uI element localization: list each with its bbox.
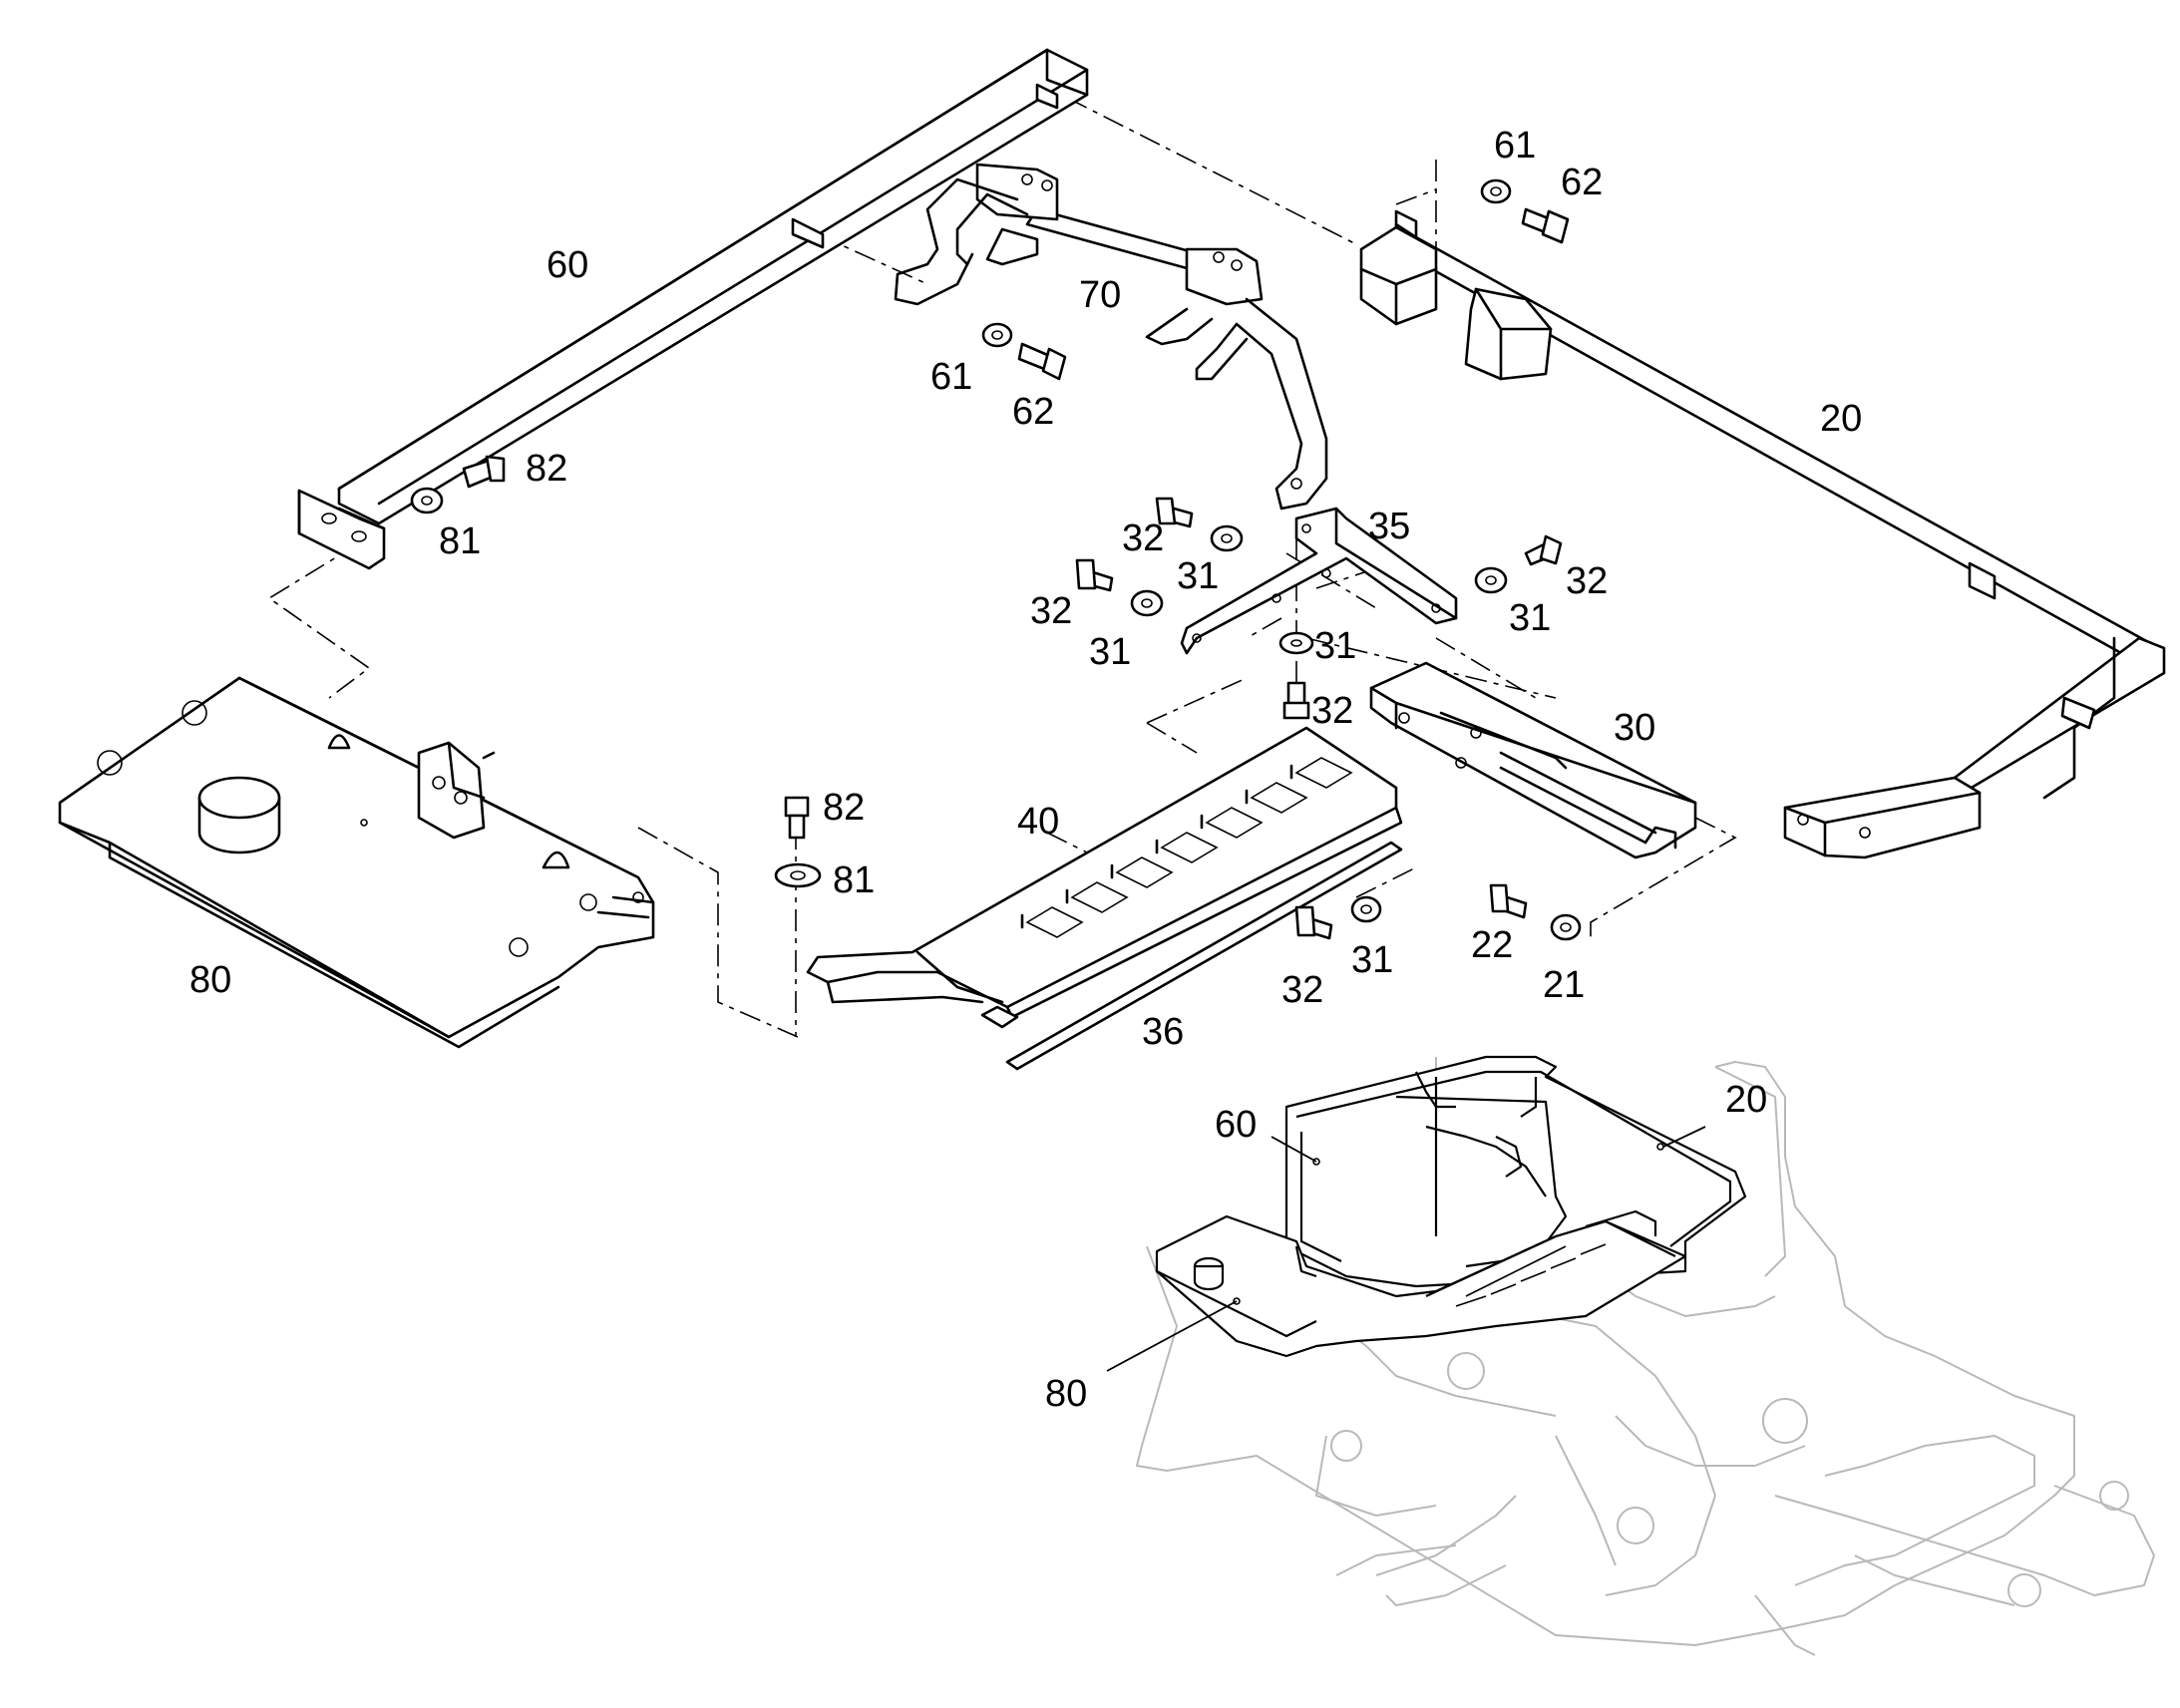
callout-31: 31 (1314, 625, 1356, 667)
inset-callout-80: 80 (1045, 1373, 1087, 1415)
callout-31: 31 (1509, 597, 1551, 639)
callout-31: 31 (1089, 631, 1131, 673)
fastener-31-32-group (1075, 497, 1582, 941)
callout-21: 21 (1543, 964, 1585, 1006)
fastener-61-62-right (1480, 178, 1570, 244)
callout-35: 35 (1368, 506, 1410, 547)
part-20-right-frame (1359, 209, 2166, 859)
part-80-floor-cover (58, 676, 655, 1049)
callout-32: 32 (1311, 690, 1353, 732)
callout-31: 31 (1351, 939, 1393, 981)
part-60-left-rail (297, 48, 1089, 570)
assembly-lines (267, 97, 1737, 1038)
callout-32: 32 (1030, 590, 1072, 632)
callout-81: 81 (439, 520, 481, 562)
part-40-grill-panel (806, 726, 1403, 1029)
callout-30: 30 (1614, 707, 1655, 749)
callout-80: 80 (189, 959, 231, 1001)
fastener-61-62-center (981, 322, 1067, 381)
inset-callout-60: 60 (1215, 1104, 1257, 1146)
part-callouts: 60 70 61 62 61 62 20 82 81 35 32 31 32 3… (189, 125, 1862, 1415)
callout-61: 61 (930, 356, 972, 398)
callout-81: 81 (833, 859, 875, 901)
callout-32: 32 (1566, 560, 1608, 602)
callout-22: 22 (1471, 924, 1513, 966)
callout-40: 40 (1017, 801, 1059, 843)
callout-61: 61 (1494, 125, 1536, 167)
callout-62: 62 (1012, 391, 1054, 433)
inset-callout-20: 20 (1725, 1079, 1767, 1121)
callout-32: 32 (1122, 517, 1164, 559)
fastener-81-82-left (410, 455, 506, 514)
callout-82: 82 (526, 448, 567, 490)
callout-36: 36 (1142, 1011, 1184, 1053)
inset-machine-overview (1106, 1055, 2155, 1656)
callout-70: 70 (1079, 274, 1121, 316)
part-35-strap (1180, 507, 1458, 655)
callout-20: 20 (1820, 398, 1862, 440)
callout-60: 60 (546, 244, 588, 286)
part-36-strip (1005, 841, 1403, 1071)
part-70-center-bracket (894, 163, 1328, 511)
callout-62: 62 (1561, 162, 1603, 203)
fastener-81-82-panel (774, 796, 822, 888)
callout-32: 32 (1281, 969, 1323, 1011)
callout-82: 82 (823, 787, 865, 829)
callout-31: 31 (1177, 555, 1219, 597)
part-30-plate (1369, 661, 1697, 859)
